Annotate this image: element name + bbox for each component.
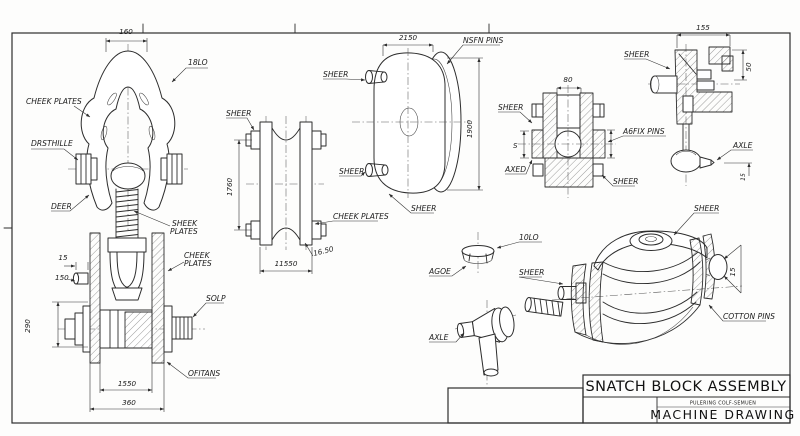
view-swivel-block: 15 150 290 1550 360 CHEEK PLATES SOLP OF…: [23, 232, 226, 412]
dim-axle-80: 80: [563, 75, 573, 84]
sheave-side-right-plate: [299, 121, 313, 246]
block-axle-pin: [524, 297, 564, 317]
label-solp: SOLP: [206, 294, 226, 303]
label-cheek-plates-shackle: CHEEK PLATES: [26, 97, 82, 106]
dim-swivel-360: 360: [122, 398, 136, 407]
title-block: SNATCH BLOCK ASSEMBLY PULERING COLF-SEMU…: [447, 374, 795, 424]
label-sheer-pin-top: SHEER: [323, 70, 348, 79]
view-axle-section: 80 S SHEER AXED A6FIX PINS SHEER: [498, 75, 666, 198]
swivel-stirrup: [107, 237, 147, 301]
swivel-axle: [64, 272, 193, 353]
label-a6fix-pins: A6FIX PINS: [622, 127, 665, 136]
dim-sheave-1760: 1760: [225, 177, 234, 196]
label-nsfn-pins: NSFN PINS: [463, 36, 503, 45]
dim-swivel-150: 150: [55, 273, 69, 282]
threaded-stem: [115, 188, 139, 244]
shackle-bow: [80, 50, 176, 211]
bracket-ball-end: [670, 149, 702, 173]
label-sheer-axle-top: SHEER: [498, 103, 523, 112]
dim-sheave-1650: 16.50: [312, 244, 335, 258]
label-10lo: 10LO: [519, 233, 539, 242]
title-block-subtitle: MACHINE DRAWING: [650, 407, 795, 422]
view-shackle: 160 18LO CHEEK PLATES DRSTHILLE DEER SHE…: [26, 27, 208, 244]
sheave-pins: [365, 70, 389, 177]
axle-section-bolts: [531, 103, 605, 177]
view-cap: 10LO AGOE: [428, 232, 542, 277]
view-axle-pin: AXLE: [428, 300, 517, 386]
dim-sheave-11550: 11550: [275, 259, 298, 268]
shackle-eye: [110, 162, 146, 190]
dim-swivel-15: 15: [58, 253, 68, 262]
label-agoe: AGOE: [428, 267, 451, 276]
dim-bracket-155: 155: [696, 23, 710, 32]
label-drsthille: DRSTHILLE: [31, 139, 73, 148]
sheet-frame: [3, 23, 791, 424]
view-sheave-front: 2150 1900 NSFN PINS SHEER: [352, 33, 503, 214]
dim-sheave-2150: 2150: [399, 33, 418, 42]
label-sheek-plates-2: PLATES: [170, 227, 198, 236]
label-bow: 18LO: [188, 58, 208, 67]
label-sheer-bracket: SHEER: [624, 50, 649, 59]
cap-top: [461, 245, 495, 257]
label-cheek-plates-sheave: CHEEK PLATES: [333, 212, 389, 221]
label-sheer-pin: SHEER: [519, 268, 544, 277]
shackle-screw-pin: [75, 153, 183, 185]
label-sheek-plates-1: SHEEK: [172, 219, 198, 228]
dim-bracket-50: 50: [744, 62, 753, 72]
label-cheek-plates-swivel-2: PLATES: [184, 259, 212, 268]
dim-swivel-290: 290: [23, 319, 32, 333]
label-ofitans: OFITANS: [188, 369, 220, 378]
dim-bracket-15: 15: [740, 173, 747, 181]
label-axle-pin: AXLE: [428, 333, 449, 342]
label-sheer-pin-bottom: SHEER: [339, 167, 364, 176]
dim-sheave-1900: 1900: [465, 119, 474, 138]
label-s: S: [513, 141, 518, 150]
title-block-credit: PULERING COLF-SEMUEN: [690, 401, 756, 407]
label-sheer-axle-bottom: SHEER: [613, 177, 638, 186]
view-sheave-side: 1760 11550 16.50 SHEER CHEEK PLATES SHEE…: [225, 70, 389, 274]
swivel-right-plate: [151, 232, 165, 364]
view-block-assembly: 15 SHEER COTTON PINS SHEER: [518, 204, 775, 345]
label-sheer-sheave-side: SHEER: [226, 109, 251, 118]
view-bracket: 155 50 15 SHEER AXLE: [624, 23, 753, 186]
label-axed: AXED: [504, 165, 526, 174]
sheave-side-left-plate: [259, 121, 273, 246]
dim-block-15: 15: [728, 267, 737, 277]
label-cotton-pins: COTTON PINS: [723, 312, 775, 321]
label-sheer-sheave-front: SHEER: [411, 204, 436, 213]
label-sheer-block: SHEER: [694, 204, 719, 213]
swivel-left-plate: [89, 232, 101, 364]
dim-swivel-1550: 1550: [118, 379, 137, 388]
title-block-title: SNATCH BLOCK ASSEMBLY: [585, 379, 786, 395]
label-deer: DEER: [51, 202, 72, 211]
sheave-cheek-plate: [373, 52, 446, 194]
label-axle-bracket: AXLE: [732, 141, 753, 150]
dim-shackle-width: 160: [119, 27, 133, 36]
label-cheek-plates-swivel-1: CHEEK: [184, 251, 211, 260]
swivel-thread-stub: [171, 316, 193, 340]
